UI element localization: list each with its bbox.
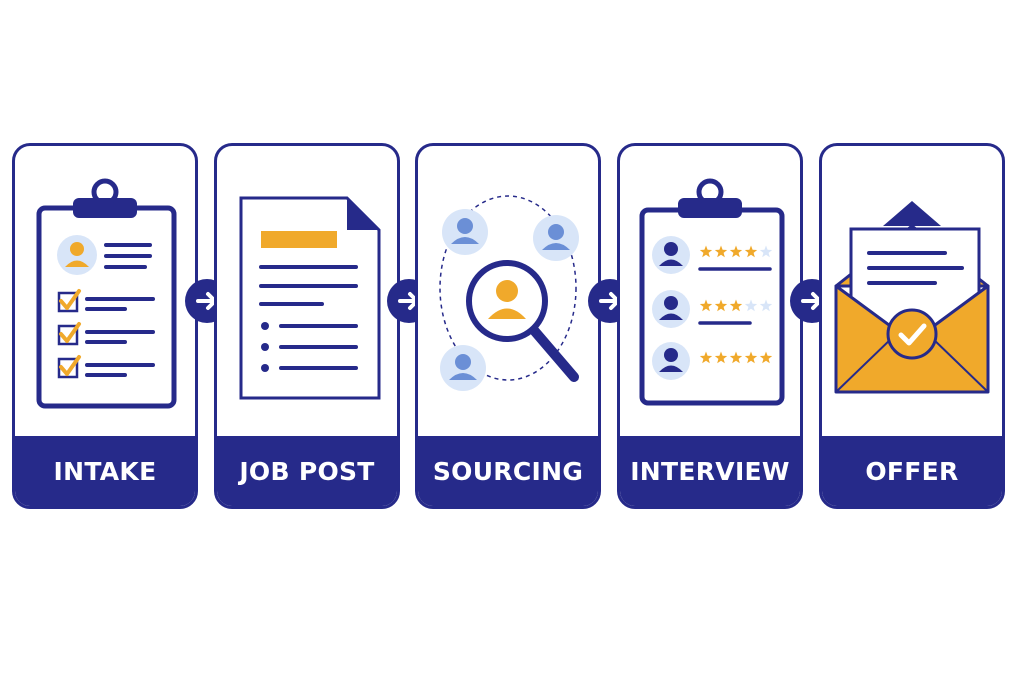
step-card-job-post: JOB POST: [214, 143, 400, 509]
step-label-offer: OFFER: [822, 436, 1002, 506]
star-filled-icon: [759, 351, 773, 364]
step-label-sourcing: SOURCING: [418, 436, 598, 506]
step-card-interview: INTERVIEW: [617, 143, 803, 509]
star-filled-icon: [714, 351, 728, 364]
star-empty-icon: [744, 299, 758, 312]
star-empty-icon: [759, 299, 773, 312]
star-filled-icon: [744, 351, 758, 364]
star-filled-icon: [699, 299, 713, 312]
step-label-intake: INTAKE: [15, 436, 195, 506]
star-filled-icon: [714, 299, 728, 312]
clipboard-checklist-icon: [36, 178, 177, 409]
star-filled-icon: [744, 245, 758, 258]
job-document-icon: [239, 196, 381, 400]
rating-stars-row: [699, 245, 773, 258]
star-filled-icon: [714, 245, 728, 258]
step-label-job-post: JOB POST: [217, 436, 397, 506]
rating-stars-row: [699, 351, 773, 364]
step-card-sourcing: SOURCING: [415, 143, 601, 509]
star-filled-icon: [699, 245, 713, 258]
candidate-search-icon: [439, 195, 579, 391]
step-card-offer: OFFER: [819, 143, 1005, 509]
star-empty-icon: [759, 245, 773, 258]
rating-stars-row: [699, 299, 773, 312]
star-filled-icon: [699, 351, 713, 364]
star-filled-icon: [729, 351, 743, 364]
rating-clipboard-icon: [639, 178, 785, 406]
offer-envelope-icon: [834, 201, 990, 394]
step-label-interview: INTERVIEW: [620, 436, 800, 506]
star-filled-icon: [729, 299, 743, 312]
step-card-intake: INTAKE: [12, 143, 198, 509]
star-filled-icon: [729, 245, 743, 258]
